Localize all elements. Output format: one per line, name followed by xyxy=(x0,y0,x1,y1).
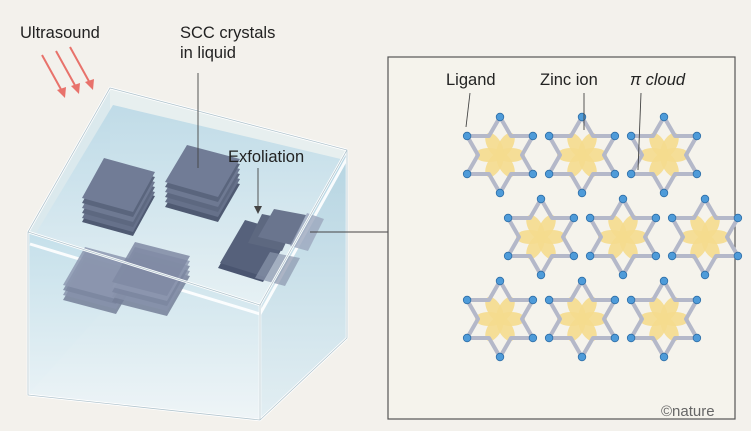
exfoliation-label: Exfoliation xyxy=(228,148,305,166)
zinc-ion xyxy=(495,276,505,286)
zinc-ion xyxy=(692,169,702,179)
zinc-ion xyxy=(700,194,710,204)
zinc-ion xyxy=(700,270,710,280)
nature-credit: ©nature xyxy=(661,403,715,420)
zinc-ion xyxy=(544,295,554,305)
zinc-ion xyxy=(495,188,505,198)
zinc-ion xyxy=(462,131,472,141)
crystal-stack xyxy=(82,158,155,236)
pi-clouds xyxy=(475,132,730,342)
zinc-ion xyxy=(577,112,587,122)
ultrasound-arrow xyxy=(41,54,66,98)
zinc-ion xyxy=(462,169,472,179)
pi-cloud-leader xyxy=(637,92,642,171)
zinc-ion xyxy=(536,194,546,204)
pi-cloud-label: π cloud xyxy=(630,71,686,89)
zinc-ion xyxy=(528,333,538,343)
zinc-ion xyxy=(692,295,702,305)
crystals-label-line1: SCC crystals xyxy=(180,24,276,42)
pi-cloud-lobe xyxy=(649,296,668,323)
pi-cloud-lobe xyxy=(649,132,668,159)
zinc-ions xyxy=(462,112,743,362)
zinc-ion xyxy=(569,251,579,261)
zinc-ion xyxy=(536,270,546,280)
zinc-ion xyxy=(626,169,636,179)
zinc-ion xyxy=(577,352,587,362)
zinc-ion xyxy=(585,251,595,261)
ultrasound-label: Ultrasound xyxy=(20,24,100,42)
pi-cloud-lobe xyxy=(567,296,586,323)
zinc-ion xyxy=(667,251,677,261)
crystals-label-line2: in liquid xyxy=(180,44,236,62)
zinc-ion xyxy=(659,112,669,122)
pi-cloud-lobe xyxy=(567,132,586,159)
zinc-ion xyxy=(651,251,661,261)
zinc-ion xyxy=(610,131,620,141)
zinc-ion xyxy=(544,333,554,343)
zinc-ion xyxy=(626,295,636,305)
zinc-ion xyxy=(503,251,513,261)
leader-lines xyxy=(197,73,388,233)
zinc-ion xyxy=(626,131,636,141)
ligand-leader xyxy=(465,92,471,128)
zinc-ion xyxy=(692,131,702,141)
zinc-ion xyxy=(495,112,505,122)
zinc-ion xyxy=(544,169,554,179)
ultrasound-arrows xyxy=(41,46,94,98)
crystal-stack xyxy=(165,145,240,222)
zinc-ion xyxy=(692,333,702,343)
zinc-ion xyxy=(610,169,620,179)
zinc-ion xyxy=(577,188,587,198)
ultrasound-arrow xyxy=(55,50,80,94)
zinc-ion xyxy=(577,276,587,286)
zinc-ion xyxy=(610,333,620,343)
zinc-ion xyxy=(618,194,628,204)
pi-cloud-lobe xyxy=(608,214,627,241)
zinc-ion xyxy=(503,213,513,223)
hexagonal-lattice xyxy=(462,112,743,362)
zinc-ion xyxy=(462,333,472,343)
zinc-ion xyxy=(659,352,669,362)
zinc-ion xyxy=(667,213,677,223)
zinc-ion xyxy=(651,213,661,223)
pi-cloud-lobe xyxy=(485,132,504,159)
pi-cloud-lobe xyxy=(690,214,709,241)
zinc-ion xyxy=(659,276,669,286)
pi-cloud-lobe xyxy=(526,214,545,241)
zinc-ion xyxy=(585,213,595,223)
zinc-ion xyxy=(528,131,538,141)
pi-cloud-lobe xyxy=(485,296,504,323)
zinc-ion xyxy=(495,352,505,362)
zinc-ion xyxy=(569,213,579,223)
zinc-ion xyxy=(733,251,743,261)
zinc-ion xyxy=(659,188,669,198)
zinc-ion-label: Zinc ion xyxy=(540,71,598,89)
zinc-ion xyxy=(610,295,620,305)
ultrasound-arrow xyxy=(69,46,94,90)
zinc-ion xyxy=(462,295,472,305)
zinc-ion xyxy=(528,169,538,179)
zinc-ion xyxy=(544,131,554,141)
zinc-ion xyxy=(626,333,636,343)
zinc-ion xyxy=(528,295,538,305)
zinc-ion xyxy=(618,270,628,280)
ligand-label: Ligand xyxy=(446,71,496,89)
zinc-ion xyxy=(733,213,743,223)
exfoliating-sheets xyxy=(218,209,324,286)
